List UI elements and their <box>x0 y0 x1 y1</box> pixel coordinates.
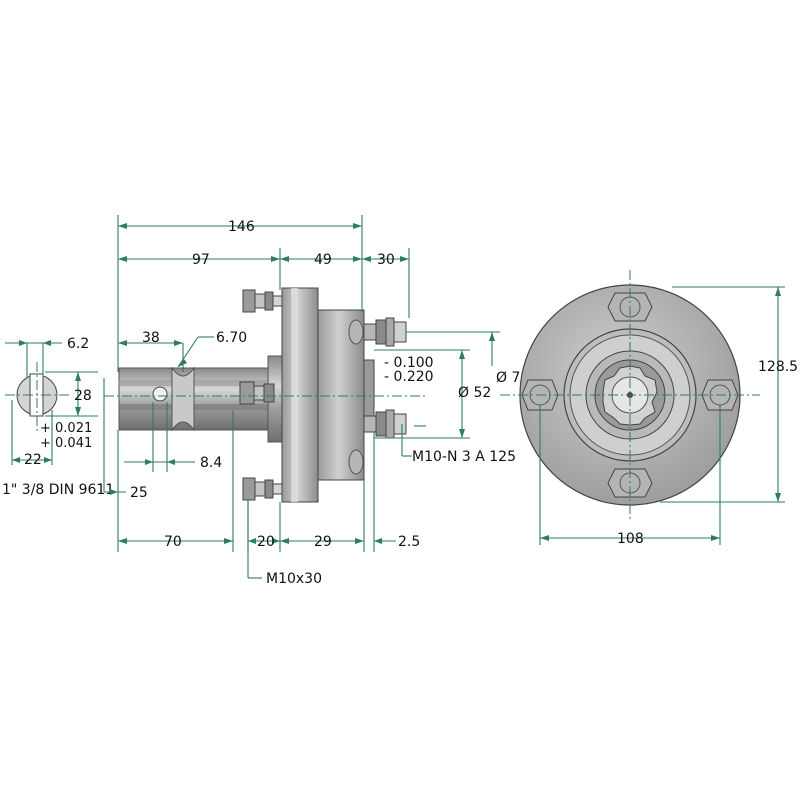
dim-spline-length <box>118 340 184 372</box>
dim-shaft-segment <box>118 248 281 290</box>
label-key-height: 22 <box>24 452 42 468</box>
bolt-top-left <box>242 289 283 313</box>
dim-bolt-segment <box>362 248 410 318</box>
label-flange-width: 108 <box>617 531 644 547</box>
bolt-top-right <box>363 317 407 347</box>
dim-flange-height <box>660 286 785 503</box>
bolt-bottom-right <box>363 409 407 439</box>
dim-flange-segment <box>280 256 362 262</box>
dim-pcd <box>406 331 500 366</box>
dim-groove-depth <box>177 336 214 368</box>
dim-key-width <box>5 340 62 378</box>
label-bore-tol-1: - 0.100 <box>384 355 434 371</box>
label-spline-length: 38 <box>142 330 160 346</box>
dim-bottom-chain <box>117 410 396 552</box>
bolt-bottom-left <box>242 477 283 501</box>
label-bottom-2-5: 2.5 <box>398 534 420 550</box>
shaft-section-view <box>5 362 72 432</box>
label-flange-height: 128.5 <box>758 359 798 375</box>
side-view <box>118 287 375 503</box>
label-nut: M10-N 3 A 125 <box>412 449 516 465</box>
label-flange-segment: 49 <box>314 252 332 268</box>
shaft-groove <box>171 366 195 432</box>
label-bottom-29: 29 <box>314 534 332 550</box>
label-bolt-segment: 30 <box>377 252 395 268</box>
label-hole-diameter: 8.4 <box>200 455 222 471</box>
bolt-middle-left <box>239 381 275 405</box>
dim-overall-length <box>117 215 363 372</box>
flange-body <box>281 287 319 503</box>
label-pilot-diameter: Ø 52 <box>458 385 491 401</box>
label-shaft-segment: 97 <box>192 252 210 268</box>
dim-key-height <box>11 400 53 465</box>
label-bolt: M10x30 <box>266 571 322 587</box>
dim-pilot-diameter <box>374 349 470 439</box>
label-tol-lower: + 0.041 <box>40 436 92 451</box>
leader-bolt-label <box>247 500 262 579</box>
label-shaft-height: 28 <box>74 388 92 404</box>
label-groove-offset: 25 <box>130 485 148 501</box>
dim-shaft-height <box>45 371 98 417</box>
label-bottom-70: 70 <box>164 534 182 550</box>
label-tol-upper: + 0.021 <box>40 421 92 436</box>
dim-flange-width <box>539 405 721 545</box>
label-key-width: 6.2 <box>67 336 89 352</box>
shaft-cross-hole <box>152 386 168 402</box>
label-bottom-20: 20 <box>257 534 275 550</box>
label-bore-tol-2: - 0.220 <box>384 369 434 385</box>
label-overall-length: 146 <box>228 219 255 235</box>
dim-hole-diameter <box>124 402 195 472</box>
label-groove-depth: 6.70 <box>216 330 247 346</box>
label-spline-spec: 1" 3/8 DIN 9611 <box>2 482 114 498</box>
leader-nut-label <box>401 424 426 457</box>
dim-groove-offset <box>104 489 126 495</box>
front-view <box>500 270 760 520</box>
